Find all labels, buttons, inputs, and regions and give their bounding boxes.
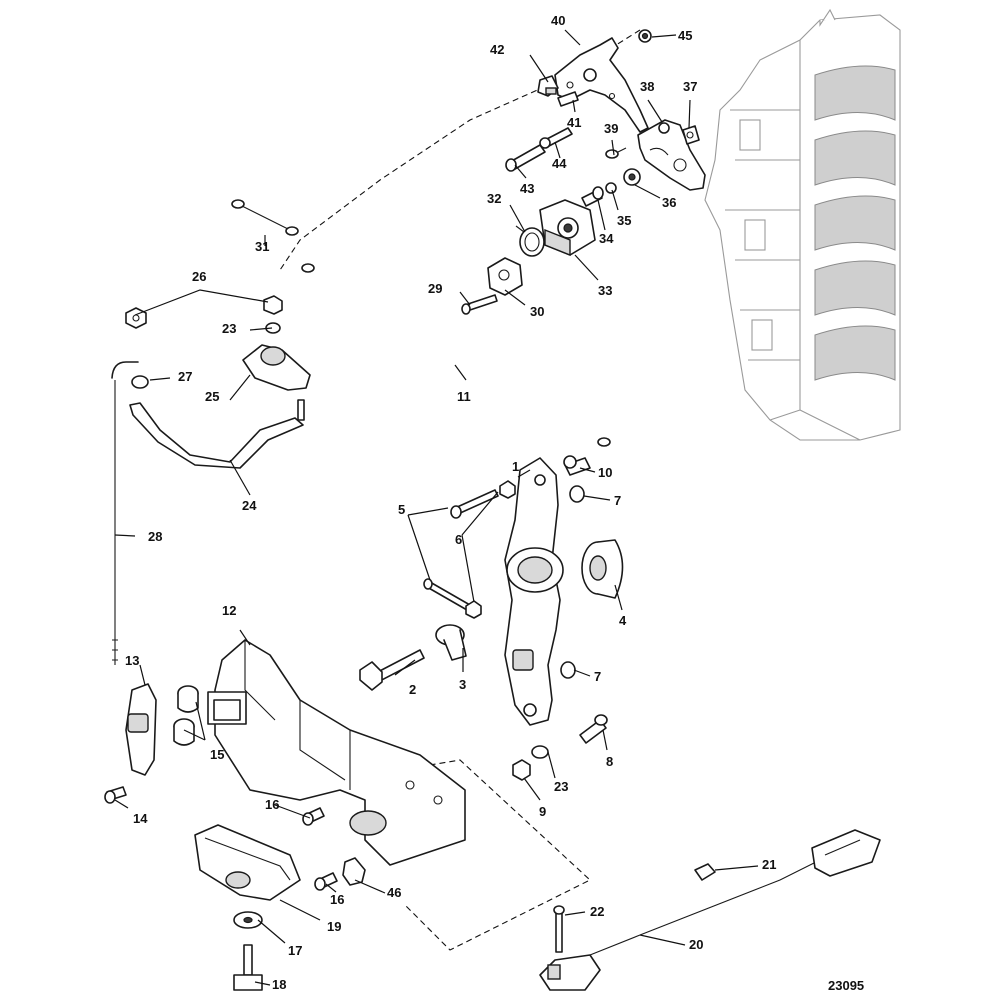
callout-16b: 16 — [330, 892, 345, 907]
part-38-linkage-plate — [637, 119, 706, 191]
left-linkage-group — [111, 295, 311, 665]
callout-16a: 16 — [265, 797, 280, 812]
callout-5: 5 — [398, 502, 406, 517]
callout-35: 35 — [617, 213, 632, 228]
callout-32: 32 — [487, 191, 502, 206]
callout-11: 11 — [457, 389, 471, 404]
callout-19: 19 — [327, 919, 342, 934]
callout-10: 10 — [598, 465, 613, 480]
callout-3: 3 — [459, 677, 467, 692]
callout-21: 21 — [762, 857, 777, 872]
callout-4: 4 — [619, 613, 627, 628]
top-hardware — [505, 29, 700, 207]
callout-36: 36 — [662, 195, 677, 210]
callout-12: 12 — [222, 603, 237, 618]
callout-17: 17 — [288, 943, 303, 958]
callout-23a: 23 — [222, 321, 237, 336]
part-33-throttle-sensor — [539, 199, 596, 257]
part-30-bracket — [487, 257, 523, 296]
callout-37: 37 — [683, 79, 698, 94]
callout-40: 40 — [551, 13, 566, 28]
callout-42: 42 — [490, 42, 505, 57]
part-11-link-rod — [300, 263, 611, 447]
callout-23b: 23 — [554, 779, 569, 794]
part-12-bracket — [207, 639, 466, 866]
callout-9: 9 — [539, 804, 547, 819]
callout-8: 8 — [606, 754, 614, 769]
callout-1: 1 — [512, 459, 520, 474]
callout-33: 33 — [598, 283, 613, 298]
callout-7a: 7 — [614, 493, 622, 508]
lower-bracket-parts — [194, 807, 366, 991]
callout-26: 26 — [192, 269, 207, 284]
part-29-screw — [461, 294, 498, 315]
left-bracket-parts — [104, 683, 199, 804]
engine-block — [704, 8, 901, 441]
drawing-number: 23095 — [828, 978, 865, 993]
callout-22: 22 — [590, 904, 605, 919]
callout-25: 25 — [205, 389, 220, 404]
callout-39: 39 — [604, 121, 619, 136]
callout-30: 30 — [530, 304, 545, 319]
callout-24: 24 — [242, 498, 257, 513]
callout-13: 13 — [125, 653, 140, 668]
callout-20: 20 — [689, 937, 704, 952]
part-40-cam-plate — [554, 37, 649, 133]
callout-41: 41 — [567, 115, 582, 130]
callout-34: 34 — [599, 231, 614, 246]
callout-15: 15 — [210, 747, 225, 762]
callout-44: 44 — [552, 156, 567, 171]
callout-28: 28 — [148, 529, 163, 544]
part-32-clip — [515, 225, 545, 257]
callout-38: 38 — [640, 79, 655, 94]
callout-29: 29 — [428, 281, 443, 296]
callout-27: 27 — [178, 369, 193, 384]
part-31-link — [231, 199, 299, 236]
part-1-throttle-arm — [504, 457, 564, 726]
harness-parts — [539, 829, 881, 991]
callout-7b: 7 — [594, 669, 602, 684]
callout-6: 6 — [455, 532, 463, 547]
callout-45: 45 — [678, 28, 693, 43]
callout-18: 18 — [272, 977, 287, 992]
callout-43: 43 — [520, 181, 535, 196]
arm-hardware — [359, 455, 608, 781]
part-4-bushing — [581, 539, 624, 599]
assembly-dashed-lines — [279, 29, 641, 951]
leader-lines — [114, 29, 759, 986]
callout-14: 14 — [133, 811, 148, 826]
callout-31: 31 — [255, 239, 270, 254]
callout-2: 2 — [409, 682, 417, 697]
callout-46: 46 — [387, 885, 402, 900]
